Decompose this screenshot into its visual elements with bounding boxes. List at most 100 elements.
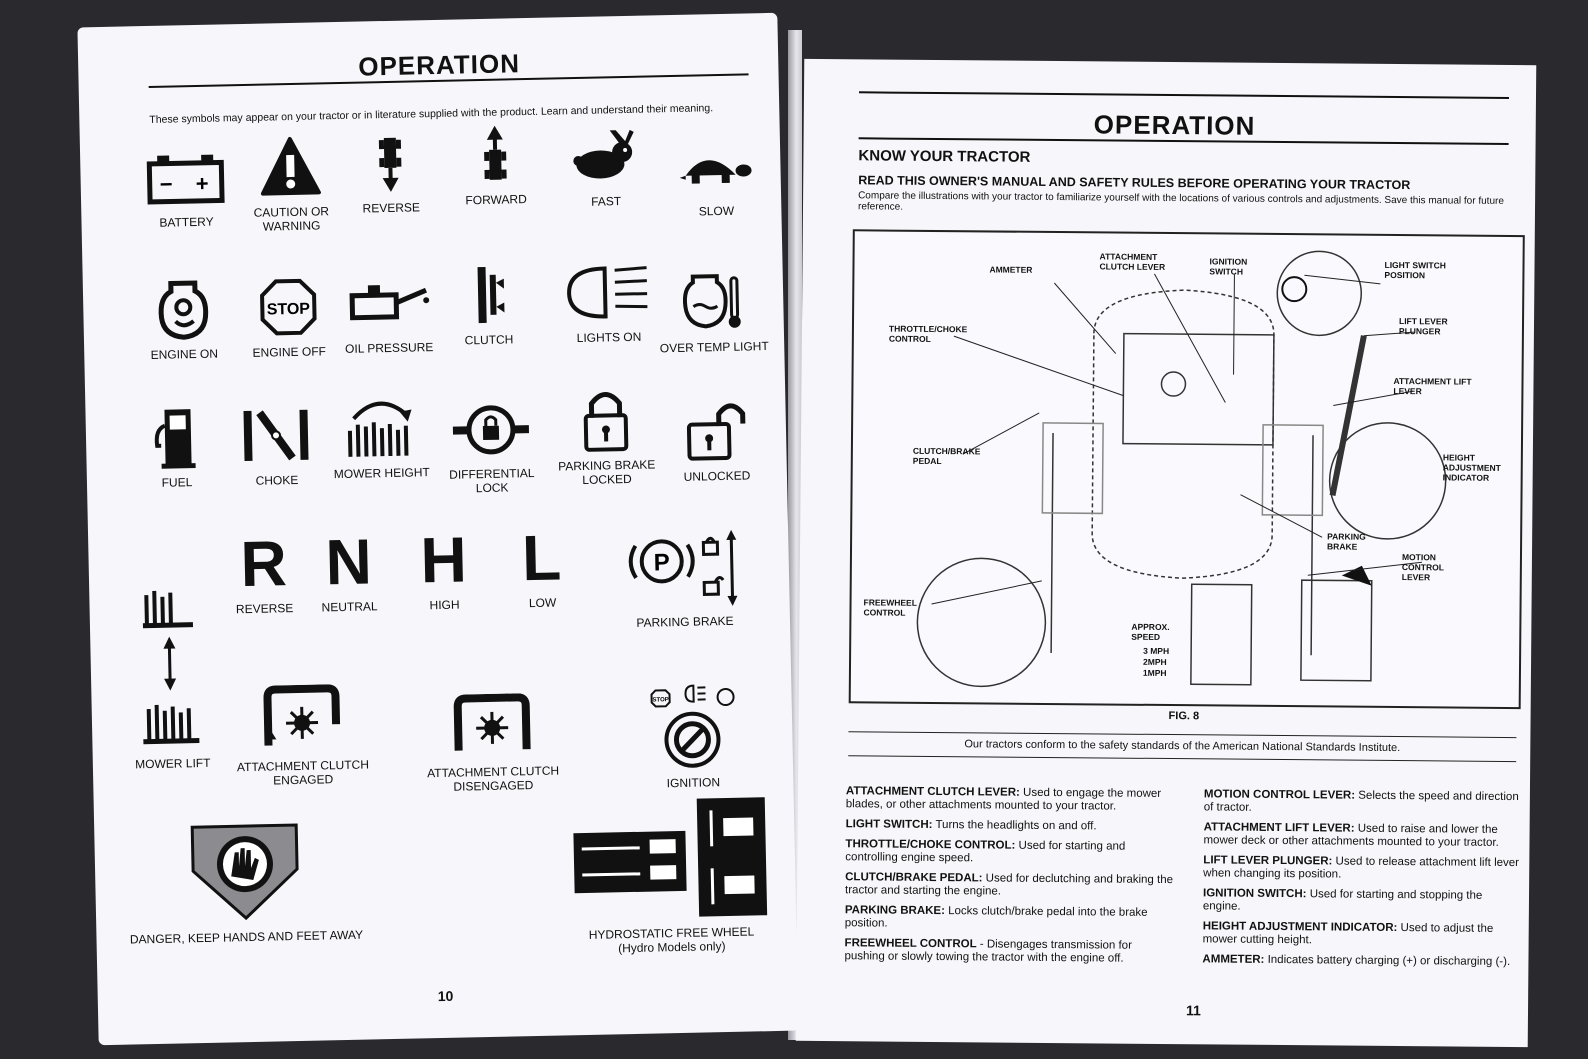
callout-height-adjustment: HEIGHT ADJUSTMENT INDICATOR [1442,452,1501,483]
callout-freewheel: FREEWHEEL CONTROL [863,597,917,618]
page-title: OPERATION [1093,109,1256,141]
definitions-right: MOTION CONTROL LEVER: Selects the speed … [1202,788,1524,976]
battery-icon: −+ [130,144,241,210]
ansi-note: Our tractors conform to the safety stand… [964,738,1401,755]
gear-low: L LOW [521,521,562,611]
symbol-parking-brake-locked: PARKING BRAKE LOCKED [550,387,662,487]
callout-approx-speed: APPROX. SPEED [1131,621,1170,642]
divider-2 [848,755,1517,763]
choke-icon [220,402,331,468]
callout-attachment-lift-lever: ATTACHMENT LIFT LEVER [1393,375,1472,397]
callout-speed-3: 3 MPH [1143,645,1170,657]
headlight-icon [552,259,663,325]
attachment-engaged-icon [231,681,372,754]
callout-light-switch-position: LIGHT SWITCH POSITION [1384,259,1446,281]
fuel-pump-icon [120,404,231,470]
caution-icon [235,134,346,200]
symbol-choke: CHOKE [220,402,332,488]
tractor-figure: AMMETER ATTACHMENT CLUTCH LEVER IGNITION… [848,229,1525,710]
symbol-forward: FORWARD [440,122,552,208]
figure-caption: FIG. 8 [1168,710,1200,723]
callout-speed-2: 2MPH [1143,656,1167,668]
symbol-danger: DANGER, KEEP HANDS AND FEET AWAY [114,816,377,947]
svg-text:+: + [195,171,208,196]
symbol-fuel: FUEL [120,404,232,490]
intro-text: These symbols may appear on your tractor… [149,102,714,126]
callout-ammeter: AMMETER [989,264,1033,275]
definition-item: AMMETER: Indicates battery charging (+) … [1202,953,1511,969]
rabbit-icon [550,123,661,189]
definition-item: ATTACHMENT CLUTCH LEVER: Used to engage … [845,785,1162,813]
definition-item: THROTTLE/CHOKE CONTROL: Used for startin… [845,838,1126,865]
differential-lock-icon [435,396,546,462]
definition-item: IGNITION SWITCH: Used for starting and s… [1202,887,1483,913]
symbol-battery: −+ BATTERY [130,144,242,230]
svg-text:STOP: STOP [652,697,668,703]
symbol-attachment-disengaged: ATTACHMENT CLUTCH DISENGAGED [416,687,568,794]
page-title: OPERATION [357,48,521,82]
definition-item: MOTION CONTROL LEVER: Selects the speed … [1203,788,1519,814]
definition-item: LIFT LEVER PLUNGER: Used to release atta… [1203,854,1520,881]
engine-on-icon [128,276,239,342]
left-page: OPERATION These symbols may appear on yo… [77,12,799,1046]
danger-hand-icon [114,816,376,926]
subsection-heading: READ THIS OWNER'S MANUAL AND SAFETY RULE… [858,173,1411,193]
definition-item: CLUTCH/BRAKE PEDAL: Used for declutching… [844,871,1174,898]
symbol-unlocked: UNLOCKED [660,398,772,484]
page-number: 11 [1185,1002,1201,1019]
turtle-icon [660,133,771,199]
symbol-engine-off: STOP ENGINE OFF [233,274,345,360]
symbol-mower-lift: MOWER LIFT [109,579,233,771]
callout-lift-lever-plunger: LIFT LEVER PLUNGER [1398,316,1448,337]
symbol-mower-height: MOWER HEIGHT [325,395,437,481]
definition-item: HEIGHT ADJUSTMENT INDICATOR: Used to adj… [1202,920,1494,947]
symbol-engine-on: ENGINE ON [128,276,240,362]
reverse-icon [335,130,446,196]
callout-clutch-brake-pedal: CLUTCH/BRAKE PEDAL [912,445,981,467]
callout-speed-1: 1MPH [1142,667,1167,679]
symbol-fast: FAST [550,123,662,209]
callout-motion-control: MOTION CONTROL LEVER [1401,552,1444,583]
mower-lift-icon [109,579,233,751]
symbol-reverse: REVERSE [335,130,447,216]
symbol-oil-pressure: OIL PRESSURE [333,270,445,356]
callout-attachment-clutch-lever: ATTACHMENT CLUTCH LEVER [1099,251,1166,272]
symbol-caution: CAUTION OR WARNING [235,134,347,234]
tractor-drawing [916,250,1447,688]
stop-icon: STOP [233,274,344,340]
symbol-over-temp: OVER TEMP LIGHT [658,269,770,355]
attachment-disengaged-icon [416,687,567,760]
symbol-clutch: CLUTCH [432,262,544,348]
gear-high: H HIGH [419,523,468,613]
section-heading: KNOW YOUR TRACTOR [858,147,1031,166]
padlock-locked-icon [550,387,661,453]
padlock-unlocked-icon [660,398,771,464]
definition-item: LIGHT SWITCH: Turns the headlights on an… [845,818,1097,833]
header-rule [858,91,1509,99]
symbol-hydrostatic-free-wheel: HYDROSTATIC FREE WHEEL (Hydro Models onl… [564,793,777,956]
symbol-slow: SLOW [660,133,772,219]
svg-text:−: − [159,171,172,196]
thermometer-icon [658,269,769,335]
svg-text:STOP: STOP [267,301,311,319]
oil-can-icon [333,270,444,336]
callout-throttle-choke: THROTTLE/CHOKE CONTROL [888,323,968,344]
mower-height-icon [325,395,436,461]
definition-item: PARKING BRAKE: Locks clutch/brake pedal … [844,904,1148,930]
parking-brake-icon: P [608,527,760,610]
right-page: OPERATION KNOW YOUR TRACTOR READ THIS OW… [795,58,1537,1048]
page-number: 10 [437,987,454,1005]
symbol-ignition: STOP IGNITION [631,678,753,790]
definitions-left: ATTACHMENT CLUTCH LEVER: Used to engage … [844,785,1176,973]
callout-ignition-switch: IGNITION SWITCH [1209,256,1248,277]
symbol-lights-on: LIGHTS ON [552,259,664,345]
callout-parking-brake: PARKING BRAKE [1327,531,1366,552]
symbol-parking-brake: P PARKING BRAKE [608,527,760,630]
intro-text: Compare the illustrations with your trac… [857,190,1504,213]
definition-item: FREEWHEEL CONTROL - Disengages transmiss… [844,937,1132,965]
divider [848,731,1517,739]
ignition-icon: STOP [631,678,753,770]
hydrostatic-free-wheel-icon [564,793,777,922]
definition-item: ATTACHMENT LIFT LEVER: Used to raise and… [1203,821,1499,849]
symbol-differential-lock: DIFFERENTIAL LOCK [435,396,547,496]
